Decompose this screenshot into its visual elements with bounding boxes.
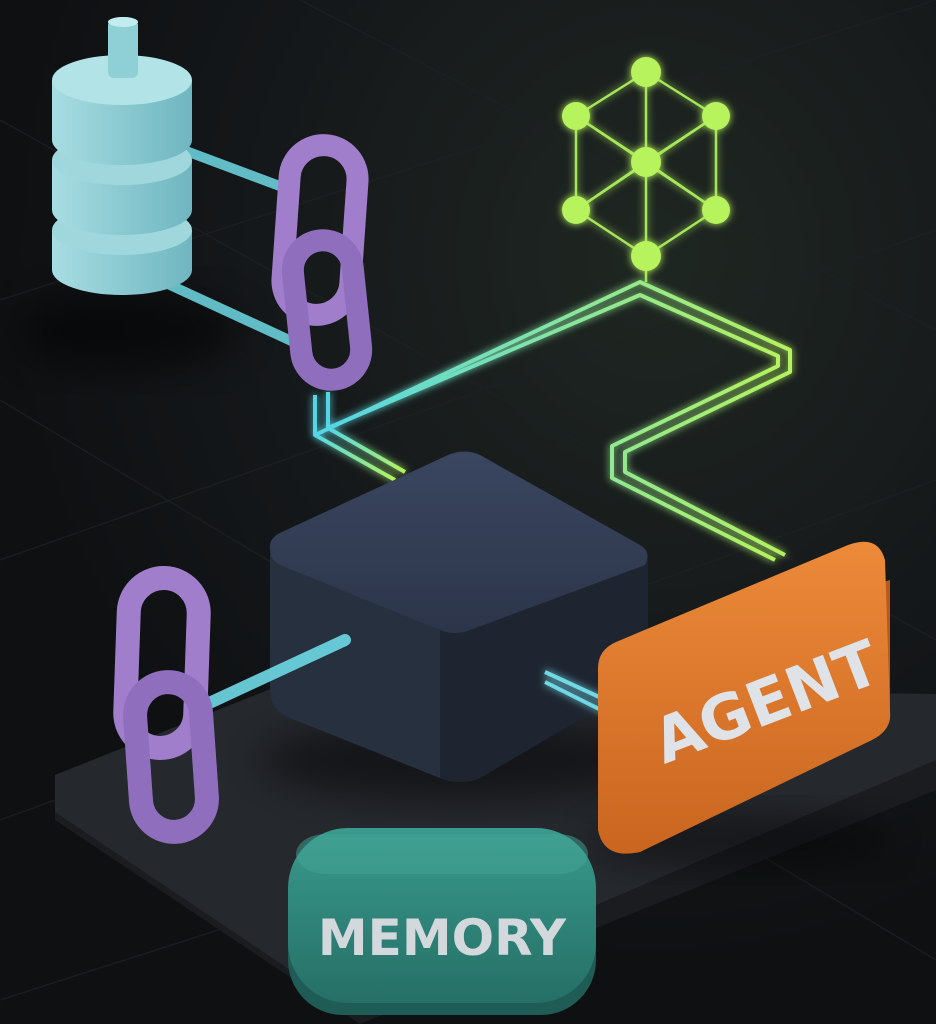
memory-label: MEMORY [318,909,567,967]
agent-node: AGENT [590,541,891,868]
pipe-chain-core [199,634,351,711]
neural-network-icon [562,57,730,282]
chain-link-icon [271,134,373,391]
memory-node: MEMORY [288,828,596,1015]
pipe-neural-routing [313,280,792,562]
chain-link-icon [113,566,219,844]
cube-icon [260,451,660,800]
pipe-database-chain [165,140,305,350]
database-icon [52,17,192,295]
database-shadow [20,290,240,370]
